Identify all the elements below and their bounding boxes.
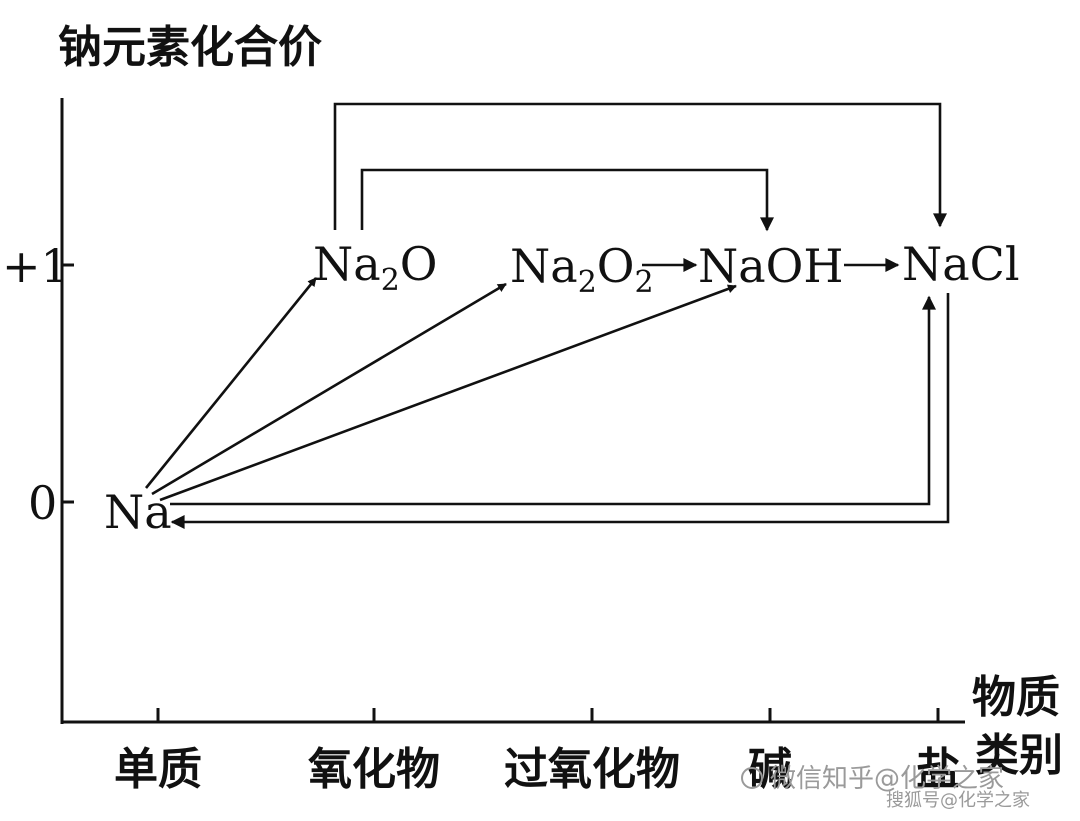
x-category-peroxide: 过氧化物 [504,744,680,795]
y-tick-label-plus1: +1 [2,239,70,293]
x-category-oxide: 氧化物 [308,744,440,795]
species-nacl: NaCl [902,237,1020,291]
species-na2o: Na2O [313,237,438,298]
species-na2o2: Na2O2 [510,239,654,300]
arrow-na-to-na2o2 [151,282,507,496]
na2o2-sub2: 2 [635,265,654,300]
y-axis-title: 钠元素化合价 [58,22,322,73]
wechat-icon [741,767,763,789]
x-axis-title-line1: 物质 [972,672,1060,723]
arrow-na-to-na2o [144,277,318,489]
species-na: Na [104,485,172,539]
watermark-line1: 微信知乎@化学之家 [770,764,1004,794]
watermark-line2: 搜狐号@化学之家 [886,790,1030,811]
arrow-na-to-nacl [170,295,936,506]
x-category-element: 单质 [114,744,202,795]
na2o2-sub1: 2 [578,265,597,300]
arrow-na2o-to-naoh [360,168,774,232]
na2o-sub: 2 [381,263,400,298]
arrow-na-to-naoh [159,284,737,502]
axes [60,98,965,724]
na2o-main: Na [313,237,381,291]
na2o2-main: Na [510,239,578,293]
arrow-na2o-to-nacl [333,102,947,230]
x-category-salt: 盐 [916,744,960,795]
y-tick-label-0: 0 [28,476,57,530]
x-axis-title-line2: 类别 [975,730,1063,781]
arrow-nacl-to-na [170,293,950,529]
species-naoh: NaOH [698,239,844,293]
na2o-tail: O [400,237,438,291]
watermark: 微信知乎@化学之家 搜狐号@化学之家 [741,764,1030,811]
na2o2-mid: O [597,239,635,293]
